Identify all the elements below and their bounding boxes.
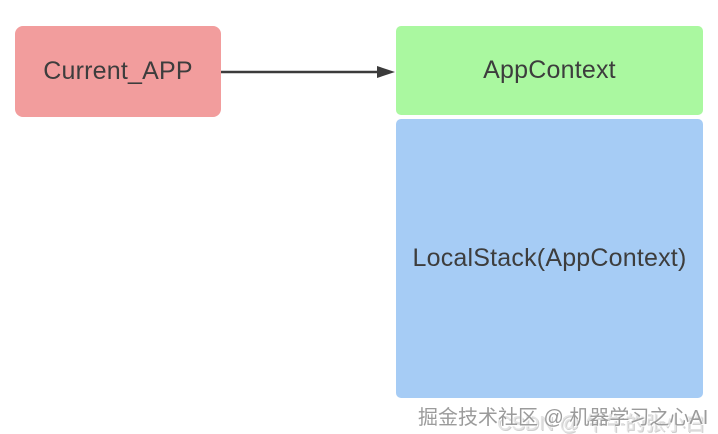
watermark-csdn: CSDN @ 牛牛的张小白 xyxy=(497,413,706,434)
node-local-stack-label: LocalStack(AppContext) xyxy=(412,244,687,272)
node-current-app-label: Current_APP xyxy=(43,57,193,85)
arrow-current-to-appcontext xyxy=(221,66,395,78)
node-app-context: AppContext xyxy=(396,26,703,115)
watermark-juejin: 掘金技术社区 @ 机器学习之心AI xyxy=(418,407,709,429)
node-current-app: Current_APP xyxy=(15,26,221,117)
node-local-stack: LocalStack(AppContext) xyxy=(396,119,703,398)
node-app-context-label: AppContext xyxy=(483,56,616,84)
